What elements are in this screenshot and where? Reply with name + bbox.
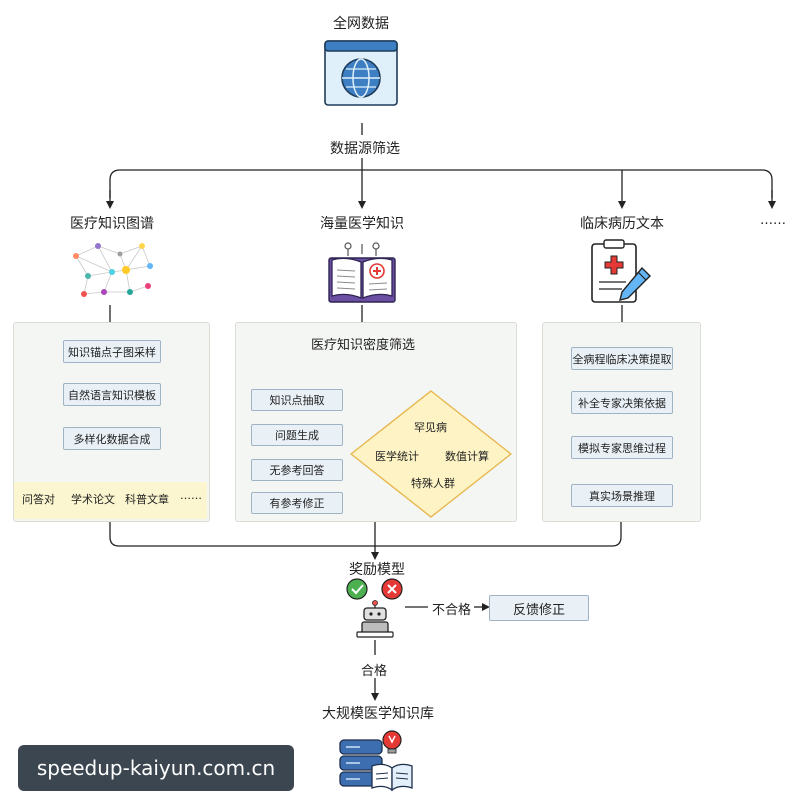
density-step-1: 知识点抽取: [251, 389, 343, 411]
diamond-medical-stats: 医学统计: [375, 450, 419, 463]
emr-step-3: 模拟专家思维过程: [571, 436, 673, 459]
source-title: 全网数据: [333, 16, 389, 32]
kg-title: 医疗知识图谱: [70, 216, 154, 232]
density-step-4: 有参考修正: [251, 492, 343, 514]
fail-label: 不合格: [432, 603, 472, 618]
focus-diamond: [349, 390, 513, 518]
source-filter-label: 数据源筛选: [330, 141, 400, 157]
diamond-numeric-calc: 数值计算: [445, 450, 489, 463]
final-title: 大规模医学知识库: [322, 706, 434, 722]
watermark-url: speedup-kaiyun.com.cn: [18, 745, 294, 791]
emr-step-2: 补全专家决策依据: [571, 391, 673, 414]
diamond-rare-disease: 罕见病: [414, 421, 447, 434]
kg-output-papers: 学术论文: [71, 493, 115, 506]
clinical-record-icon: [586, 238, 656, 306]
kg-step-3: 多样化数据合成: [63, 427, 161, 450]
medical-book-icon: [326, 240, 398, 304]
kg-output-more: ……: [180, 489, 202, 502]
kg-step-1: 知识锚点子图采样: [63, 340, 161, 363]
pass-label: 合格: [361, 664, 388, 679]
feedback-box: 反馈修正: [489, 595, 589, 621]
density-title: 医疗知识密度筛选: [311, 338, 416, 353]
kg-output-science: 科普文章: [125, 493, 169, 506]
reward-title: 奖励模型: [349, 562, 405, 578]
globe-browser-icon: [324, 40, 398, 106]
more-branches-ellipsis: ……: [760, 213, 786, 228]
emr-step-1: 全病程临床决策提取: [571, 347, 673, 370]
diamond-special-population: 特殊人群: [411, 477, 455, 490]
density-step-2: 问题生成: [251, 424, 343, 446]
reward-robot-icon: [344, 577, 408, 639]
emr-step-4: 真实场景推理: [571, 484, 673, 507]
kg-step-2: 自然语言知识模板: [63, 383, 161, 406]
kg-output-qa: 问答对: [22, 493, 55, 506]
density-step-3: 无参考回答: [251, 459, 343, 481]
kg-output-strip: [14, 482, 207, 519]
knowledge-title: 海量医学知识: [320, 216, 404, 232]
emr-title: 临床病历文本: [580, 216, 664, 232]
knowledge-base-icon: [338, 726, 414, 796]
knowledge-graph-icon: [68, 236, 156, 306]
